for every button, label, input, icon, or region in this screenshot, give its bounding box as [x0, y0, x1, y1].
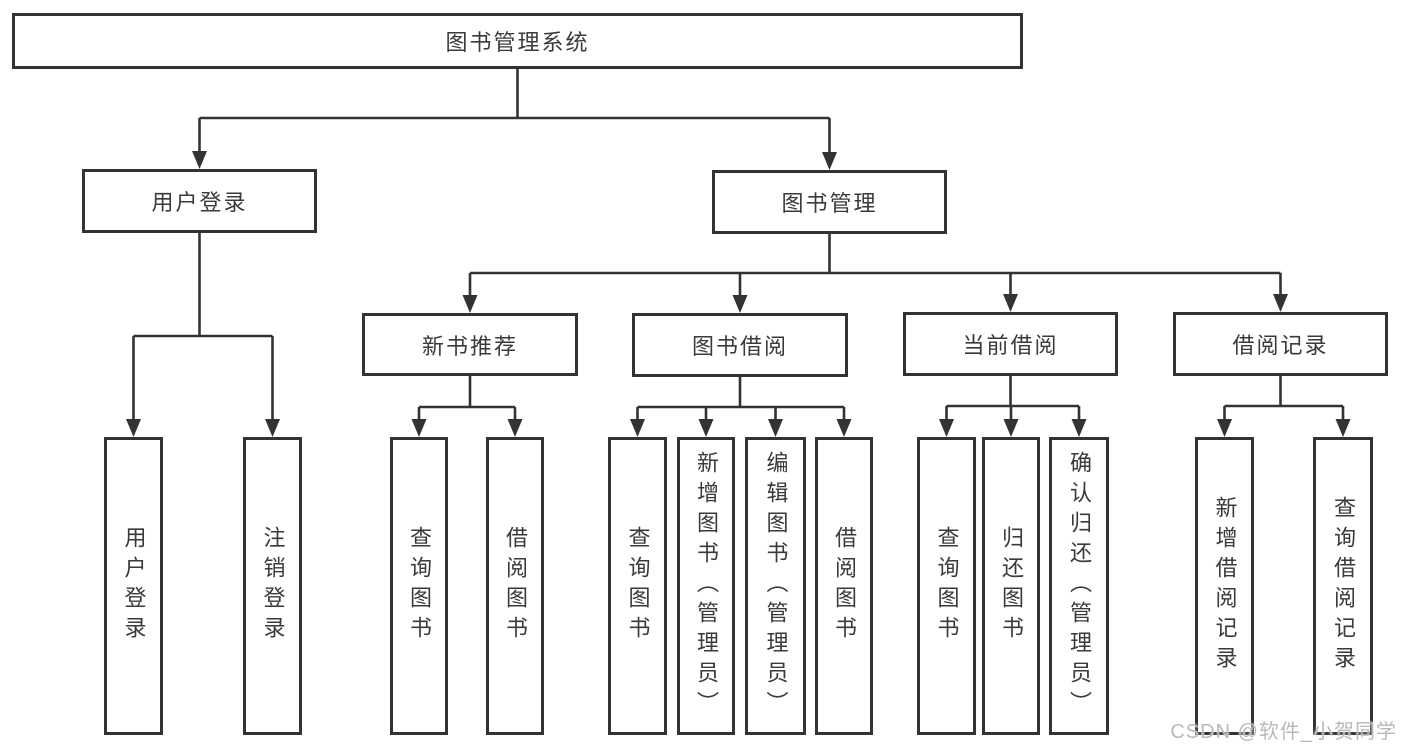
node-library-management-system: 图书管理系统 — [12, 13, 1023, 69]
node-label: 图书管理 — [781, 191, 878, 216]
node-book-borrow: 图书借阅 — [632, 313, 848, 377]
node-label: 借阅记录 — [1232, 333, 1329, 358]
node-label: 查询图书 — [934, 526, 960, 646]
leaf-borrow-book: 借阅图书 — [815, 437, 873, 735]
node-label: 注销登录 — [260, 526, 286, 646]
node-current-borrow: 当前借阅 — [903, 312, 1118, 376]
leaf-borrow-book-recommend: 借阅图书 — [486, 437, 544, 735]
leaf-query-borrow-record: 查询借阅记录 — [1313, 437, 1373, 735]
leaf-user-login: 用户登录 — [104, 437, 163, 735]
node-label: 新增图书（管理员） — [694, 451, 719, 721]
node-label: 归还图书 — [999, 526, 1024, 646]
node-label: 图书借阅 — [691, 334, 788, 359]
leaf-edit-book-admin: 编辑图书（管理员） — [745, 437, 806, 735]
node-label: 借阅图书 — [503, 526, 528, 646]
node-label: 当前借阅 — [962, 333, 1059, 358]
node-label: 图书管理系统 — [445, 30, 590, 55]
leaf-confirm-return-admin: 确认归还（管理员） — [1049, 437, 1109, 735]
node-label: 新增借阅记录 — [1212, 496, 1238, 676]
node-label: 确认归还（管理员） — [1067, 451, 1092, 721]
leaf-query-book-borrow: 查询图书 — [608, 437, 667, 735]
arrowheads — [126, 151, 1351, 437]
node-label: 查询图书 — [407, 526, 432, 646]
node-borrow-record: 借阅记录 — [1173, 312, 1388, 376]
node-label: 用户登录 — [121, 526, 147, 646]
node-label: 查询图书 — [625, 526, 651, 646]
leaf-query-book-current: 查询图书 — [917, 437, 976, 735]
node-label: 编辑图书（管理员） — [763, 451, 789, 721]
node-label: 用户登录 — [151, 190, 248, 215]
node-label: 新书推荐 — [421, 333, 518, 359]
node-user-login: 用户登录 — [82, 169, 317, 233]
leaf-query-book-recommend: 查询图书 — [390, 437, 448, 735]
node-book-management: 图书管理 — [712, 170, 947, 234]
leaf-return-book: 归还图书 — [982, 437, 1040, 735]
csdn-watermark: CSDN @软件_小贺同学 — [1170, 721, 1397, 743]
leaf-add-book-admin: 新增图书（管理员） — [677, 437, 735, 735]
node-new-book-recommend: 新书推荐 — [362, 313, 578, 376]
leaf-add-borrow-record: 新增借阅记录 — [1195, 437, 1254, 735]
node-label: 查询借阅记录 — [1331, 496, 1356, 676]
node-label: 借阅图书 — [832, 526, 857, 646]
leaf-logout: 注销登录 — [243, 437, 302, 735]
